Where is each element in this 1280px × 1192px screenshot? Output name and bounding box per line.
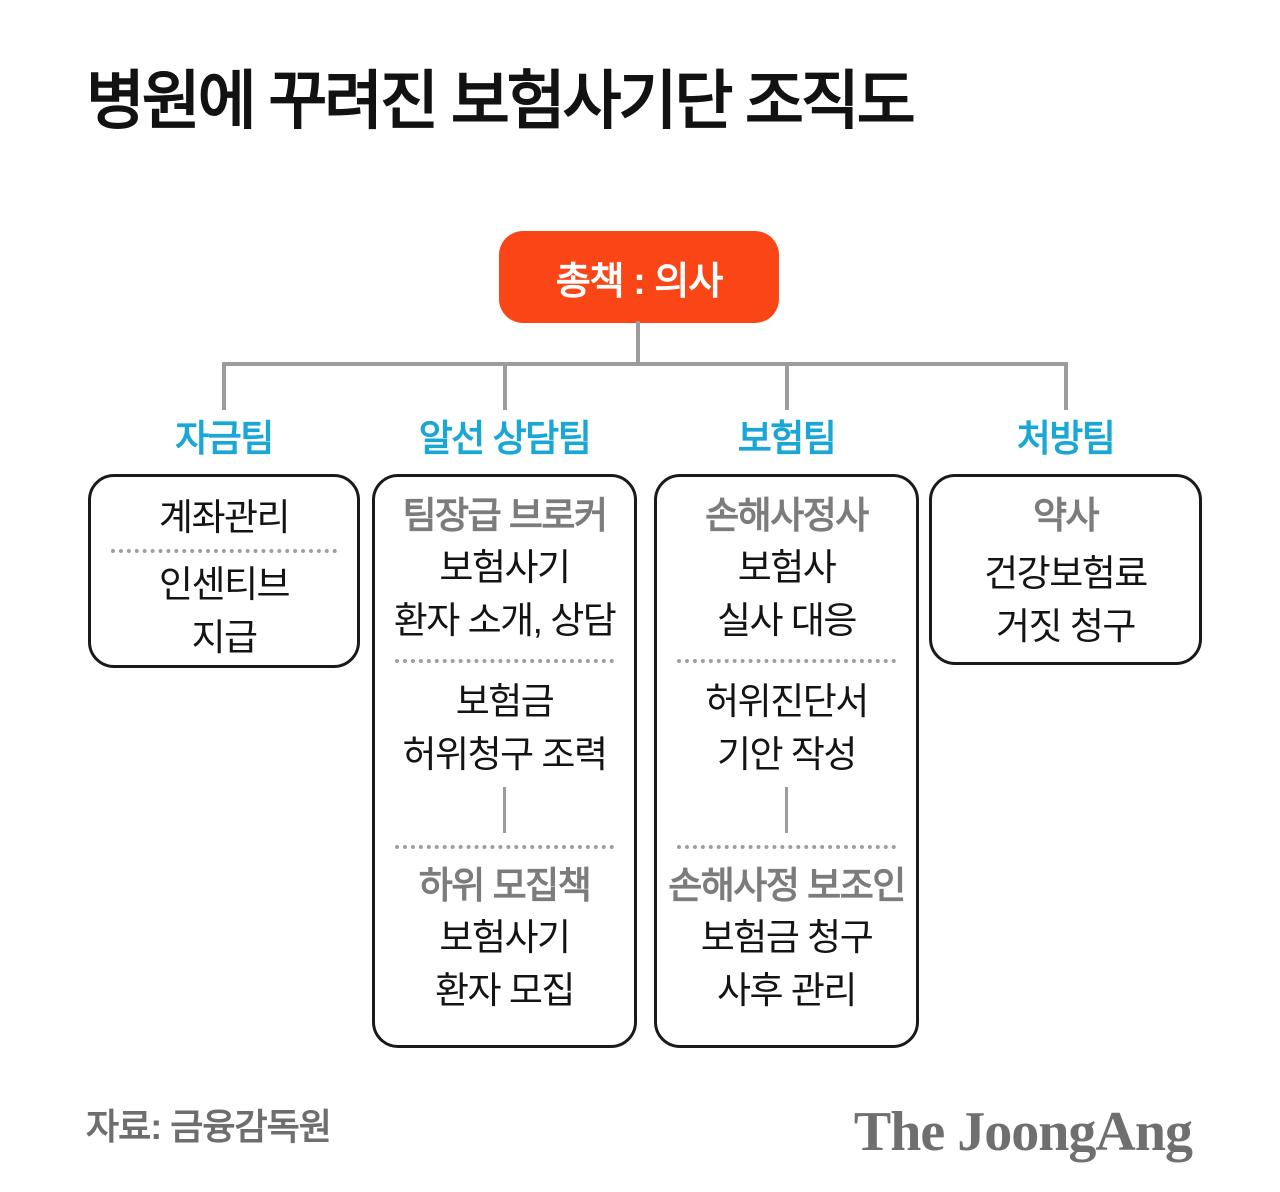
dotted-divider (677, 845, 896, 849)
team-column-funding: 자금팀 계좌관리 인센티브 지급 (88, 416, 360, 668)
dotted-divider (395, 845, 614, 849)
body-line: 보험사 (737, 547, 837, 588)
team-box: 약사 건강보험료 거짓 청구 (929, 474, 1202, 665)
body-line: 환자 모집 (435, 970, 575, 1011)
body-line: 허위진단서 (705, 681, 869, 722)
dotted-divider (677, 659, 896, 663)
team-section-body: 보험사 실사 대응 (657, 541, 916, 647)
connector-horizontal (222, 362, 1068, 366)
org-root-node: 총책 : 의사 (499, 231, 779, 323)
role-heading: 손해사정 보조인 (668, 865, 906, 906)
team-section-body: 보험사기 환자 모집 (375, 911, 634, 1017)
team-column-prescription: 처방팀 약사 건강보험료 거짓 청구 (929, 416, 1202, 665)
dotted-divider (111, 549, 337, 553)
team-section-body: 허위진단서 기안 작성 (657, 675, 916, 781)
sub-connector-line (784, 787, 789, 833)
org-root-label: 총책 : 의사 (555, 260, 724, 303)
connector-drop-insurance (785, 364, 789, 410)
team-box: 팀장급 브로커 보험사기 환자 소개, 상담 보험금 허위청구 조력 하위 모집… (372, 474, 637, 1048)
body-line: 보험금 청구 (700, 917, 874, 958)
body-line: 건강보험료 (984, 553, 1148, 594)
team-section-body: 계좌관리 (91, 491, 357, 544)
connector-drop-brokering (503, 364, 507, 410)
body-line: 보험사기 (439, 547, 571, 588)
team-box: 손해사정사 보험사 실사 대응 허위진단서 기안 작성 손해사정 보조인 보험금… (654, 474, 919, 1048)
body-line: 실사 대응 (717, 600, 857, 641)
team-section-body: 건강보험료 거짓 청구 (932, 547, 1199, 653)
connector-drop-prescription (1064, 364, 1068, 410)
role-heading: 손해사정사 (705, 495, 869, 536)
joongang-logo: The JoongAng (853, 1101, 1193, 1163)
team-section-body: 인센티브 지급 (91, 558, 357, 664)
team-name: 자금팀 (175, 418, 274, 459)
dotted-divider (395, 659, 614, 663)
team-column-insurance: 보험팀 손해사정사 보험사 실사 대응 허위진단서 기안 작성 손해사정 보조인… (654, 416, 919, 1048)
body-line: 보험금 (455, 681, 555, 722)
role-heading: 하위 모집책 (418, 865, 592, 906)
team-name: 알선 상담팀 (418, 418, 592, 459)
page-title: 병원에 꾸려진 보험사기단 조직도 (86, 65, 916, 137)
body-line: 인센티브 (158, 564, 291, 605)
body-line: 계좌관리 (158, 497, 291, 538)
team-name: 처방팀 (1016, 418, 1116, 459)
body-line: 지급 (191, 617, 258, 658)
body-line: 환자 소개, 상담 (393, 600, 617, 641)
body-line: 거짓 청구 (996, 606, 1136, 647)
team-section-body: 보험사기 환자 소개, 상담 (375, 541, 634, 647)
team-section-body: 보험금 청구 사후 관리 (657, 911, 916, 1017)
connector-drop-funding (222, 364, 226, 410)
role-heading: 팀장급 브로커 (402, 495, 608, 536)
body-line: 기안 작성 (717, 734, 857, 775)
source-label: 자료: 금융감독원 (86, 1106, 332, 1147)
team-column-brokering: 알선 상담팀 팀장급 브로커 보험사기 환자 소개, 상담 보험금 허위청구 조… (372, 416, 637, 1048)
connector-stem (636, 321, 640, 364)
sub-connector-line (502, 787, 507, 833)
body-line: 사후 관리 (717, 970, 857, 1011)
team-section-body: 보험금 허위청구 조력 (375, 675, 634, 781)
role-heading: 약사 (1032, 495, 1100, 536)
team-name: 보험팀 (737, 418, 837, 459)
body-line: 허위청구 조력 (402, 734, 608, 775)
body-line: 보험사기 (439, 917, 571, 958)
team-box: 계좌관리 인센티브 지급 (88, 474, 360, 668)
